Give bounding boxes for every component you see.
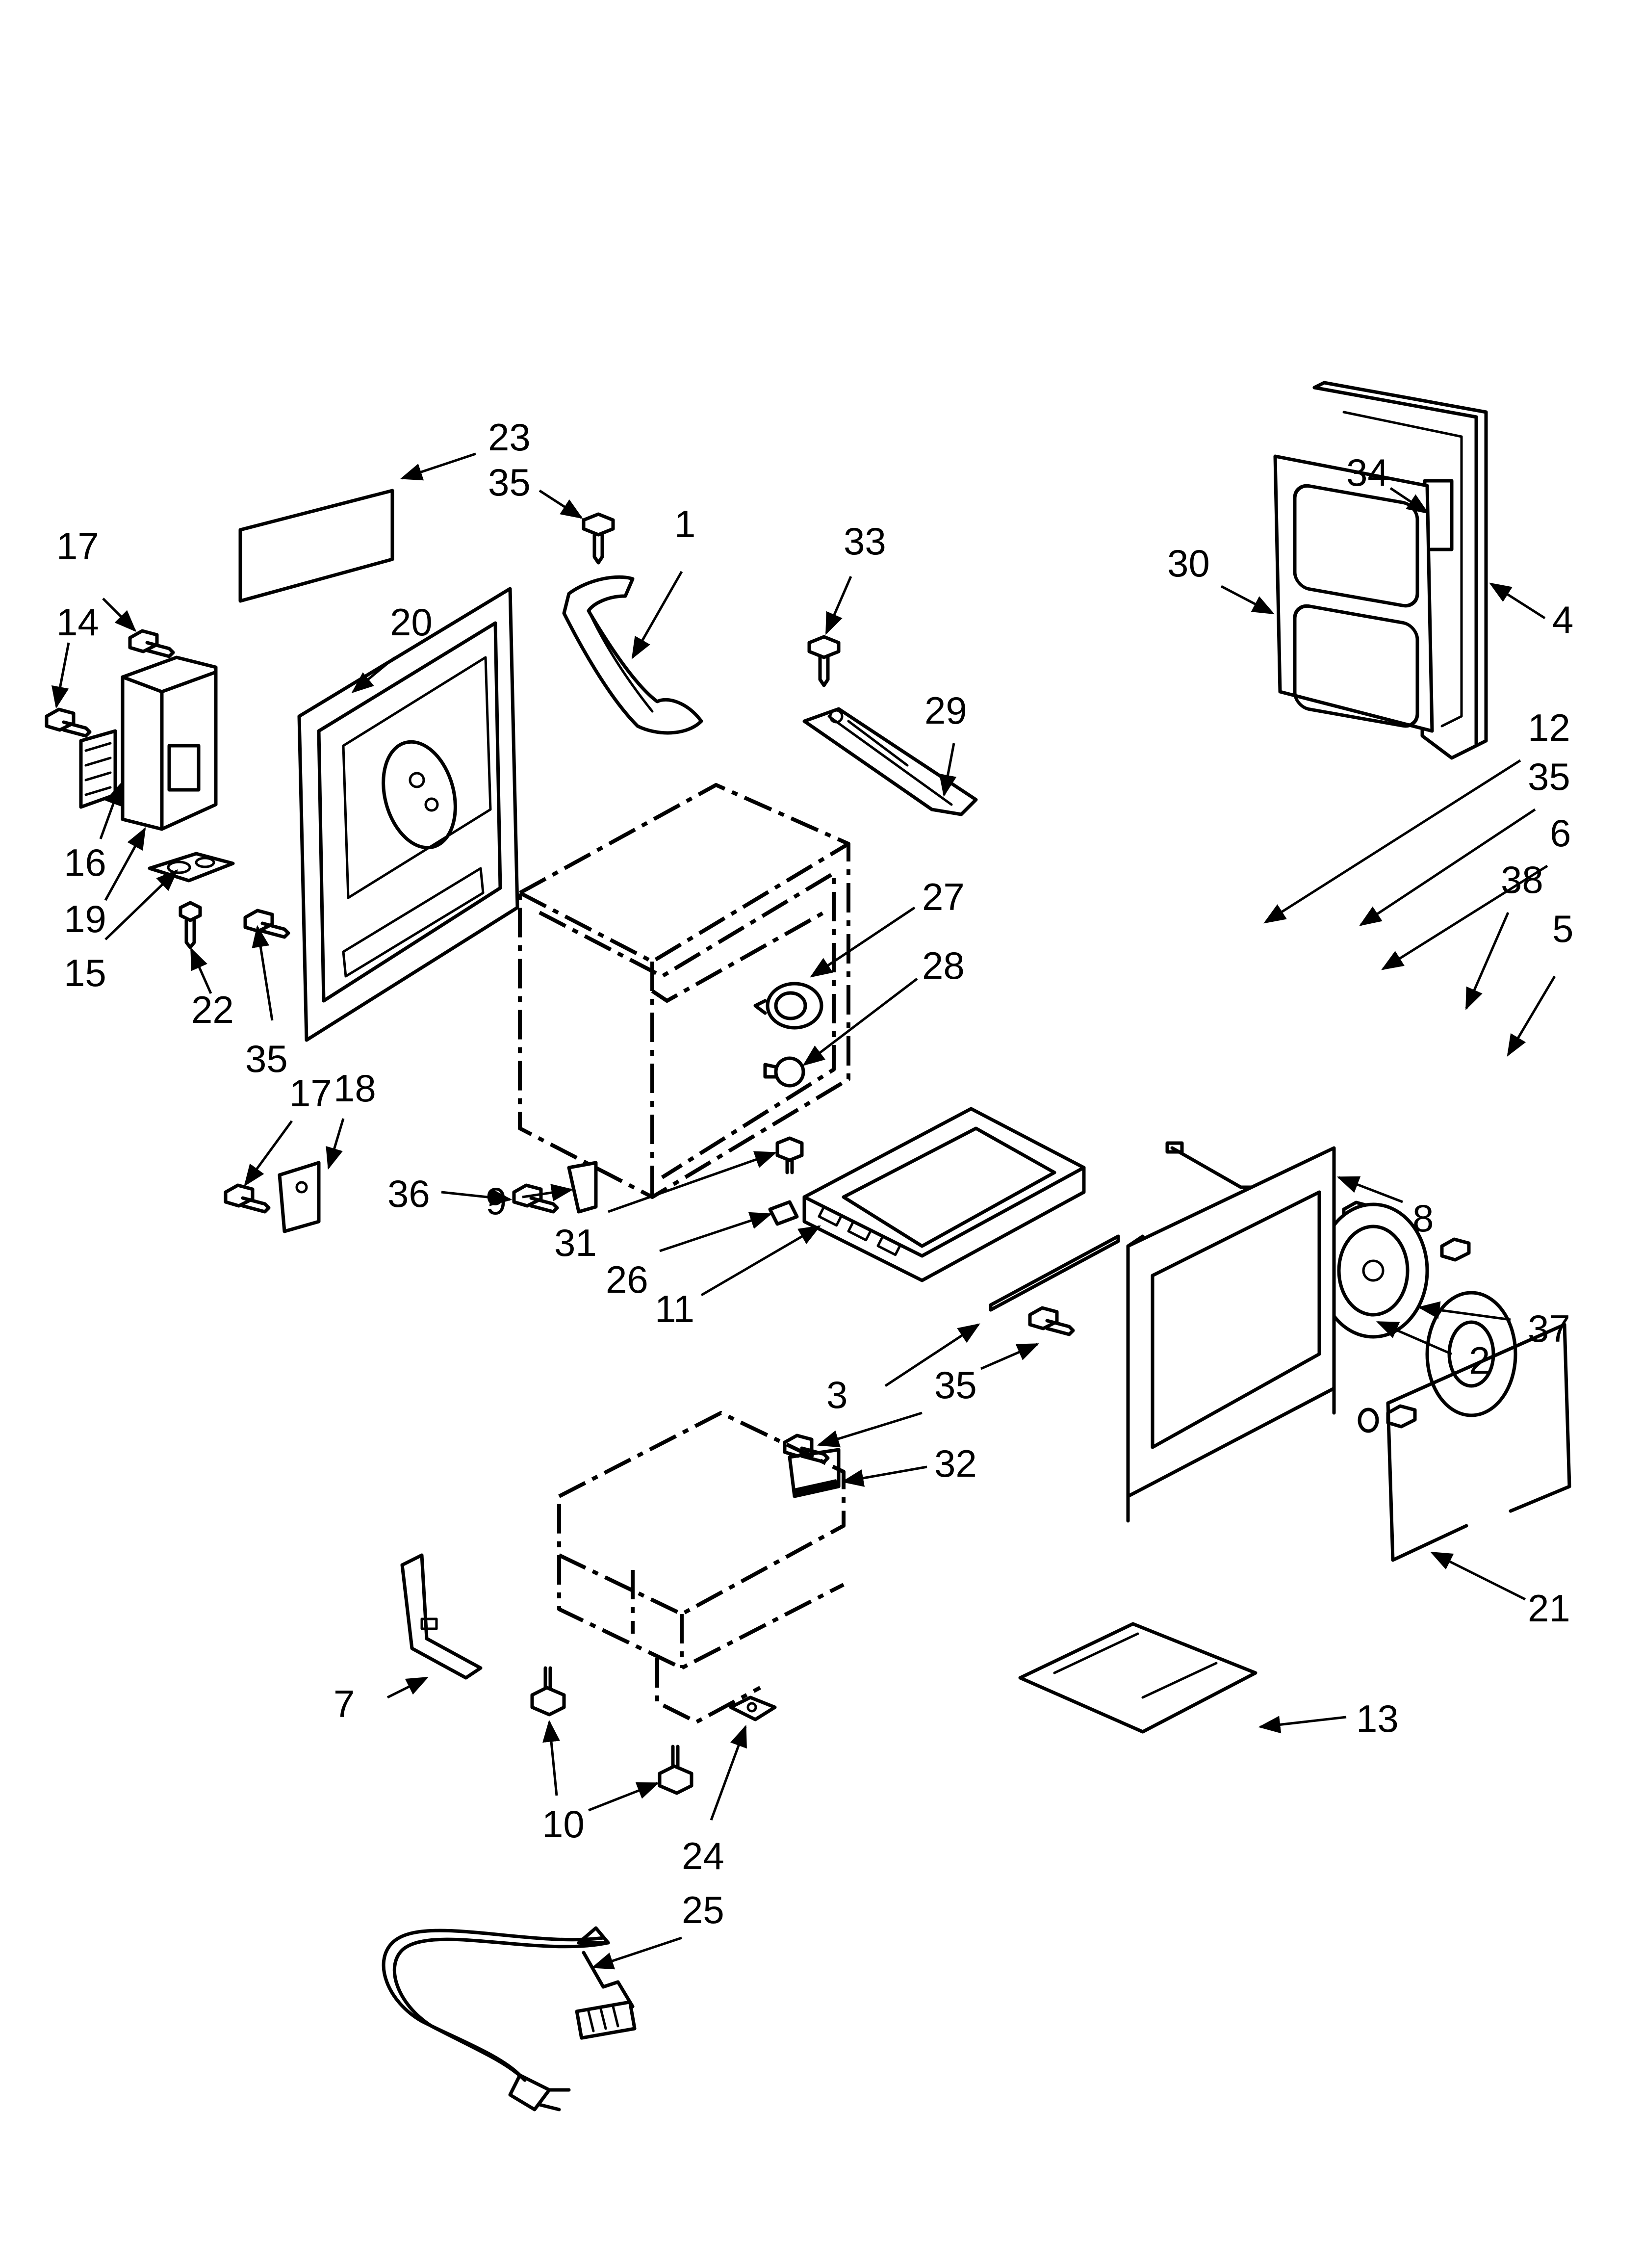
part-13-drawer-liner [1018, 1622, 1257, 1734]
part-1-vent-duct [562, 575, 703, 735]
callout-8: 8 [1412, 1197, 1434, 1240]
callout-12: 12 [1528, 706, 1570, 749]
callout-20: 20 [390, 600, 433, 644]
part-14-screw [45, 707, 92, 738]
callout-10: 10 [542, 1802, 585, 1846]
callout-19: 19 [64, 897, 106, 940]
callout-2: 2 [1469, 1339, 1490, 1382]
part-26-clip [768, 1200, 799, 1226]
callout-9: 9 [486, 1179, 507, 1223]
callout-17: 17 [56, 524, 99, 568]
callout-4: 4 [1552, 598, 1573, 641]
callout-22: 22 [191, 988, 234, 1031]
part-35-screw-mid [1028, 1306, 1075, 1336]
part-17-screw-b [224, 1183, 271, 1214]
callout-23: 23 [488, 416, 531, 459]
part-36-screw [512, 1183, 559, 1214]
part-25-power-cord [382, 1926, 637, 2112]
leader-lines [51, 452, 1556, 1970]
callout-3: 3 [826, 1373, 847, 1416]
callout-28: 28 [922, 944, 965, 987]
part-4-outer-door-panel [1312, 381, 1488, 760]
part-20-rear-panel [297, 587, 519, 1042]
part-3-rail [989, 1234, 1120, 1312]
callout-31: 31 [554, 1221, 597, 1264]
part-11-oven-bottom [802, 1107, 1086, 1282]
part-16-vent-plate [79, 729, 117, 809]
callout-11: 11 [655, 1287, 694, 1330]
oven-cavity-outline [518, 783, 850, 1199]
part-33-screw [807, 635, 841, 687]
part-21-door-gasket [1386, 1323, 1571, 1562]
callout-18: 18 [334, 1067, 376, 1110]
part-37-screw [1386, 1404, 1417, 1429]
part-28-light-bulb [763, 1056, 805, 1088]
part-22-screw [179, 901, 202, 949]
callout-17: 17 [289, 1071, 332, 1115]
callout-14: 14 [56, 600, 99, 644]
callout-6: 6 [1550, 811, 1571, 855]
part-31-sensor [775, 1136, 804, 1174]
callout-16: 16 [64, 841, 106, 884]
part-17-screw-a [128, 629, 175, 658]
callout-13: 13 [1356, 1697, 1399, 1740]
part-19-junction-box [121, 655, 218, 831]
callout-25: 25 [682, 1888, 724, 1931]
part-27-convection-motor [753, 982, 823, 1030]
callout-30: 30 [1167, 542, 1210, 585]
callout-35: 35 [488, 461, 531, 504]
callout-34: 34 [1346, 451, 1389, 494]
part-18-plate [278, 1161, 321, 1233]
part-38-screw [1440, 1237, 1471, 1262]
part-7-anti-tip-bracket [400, 1553, 483, 1680]
callout-35: 35 [1528, 755, 1570, 798]
callout-1: 1 [674, 502, 695, 546]
callout-36: 36 [387, 1172, 430, 1215]
part-35-screw-left [243, 909, 290, 939]
part-2-washer [1358, 1408, 1379, 1433]
storage-drawer-cabinet-outline [557, 1411, 846, 1724]
part-8-front-frame [1126, 1146, 1336, 1523]
part-9-bracket [567, 1161, 598, 1214]
part-29-bracket [802, 707, 978, 816]
callout-35: 35 [934, 1363, 977, 1407]
callout-26: 26 [606, 1258, 648, 1301]
callout-27: 27 [922, 875, 965, 918]
part-23-panel [238, 489, 394, 603]
part-24-clip [729, 1695, 777, 1721]
callout-labels: 23 35 1 33 34 30 4 17 14 20 29 12 35 6 3… [56, 416, 1573, 1931]
callout-38: 38 [1501, 858, 1543, 901]
part-10-leveling-leg-a [530, 1666, 566, 1717]
callout-7: 7 [334, 1682, 355, 1725]
callout-37: 37 [1528, 1307, 1570, 1350]
callout-21: 21 [1528, 1587, 1570, 1630]
callout-24: 24 [682, 1834, 724, 1877]
part-10-leveling-leg-b [658, 1745, 693, 1795]
callout-32: 32 [934, 1442, 977, 1485]
callout-33: 33 [844, 520, 886, 563]
callout-15: 15 [64, 951, 106, 994]
part-5-fan-cover [1425, 1291, 1517, 1417]
part-32-cover [788, 1448, 841, 1498]
part-30-inner-door-panel [1273, 454, 1434, 733]
callout-5: 5 [1552, 907, 1573, 950]
callout-29: 29 [924, 689, 967, 732]
callout-35: 35 [245, 1037, 288, 1080]
part-15-gasket [148, 852, 235, 883]
part-35-screw-top [582, 512, 615, 565]
